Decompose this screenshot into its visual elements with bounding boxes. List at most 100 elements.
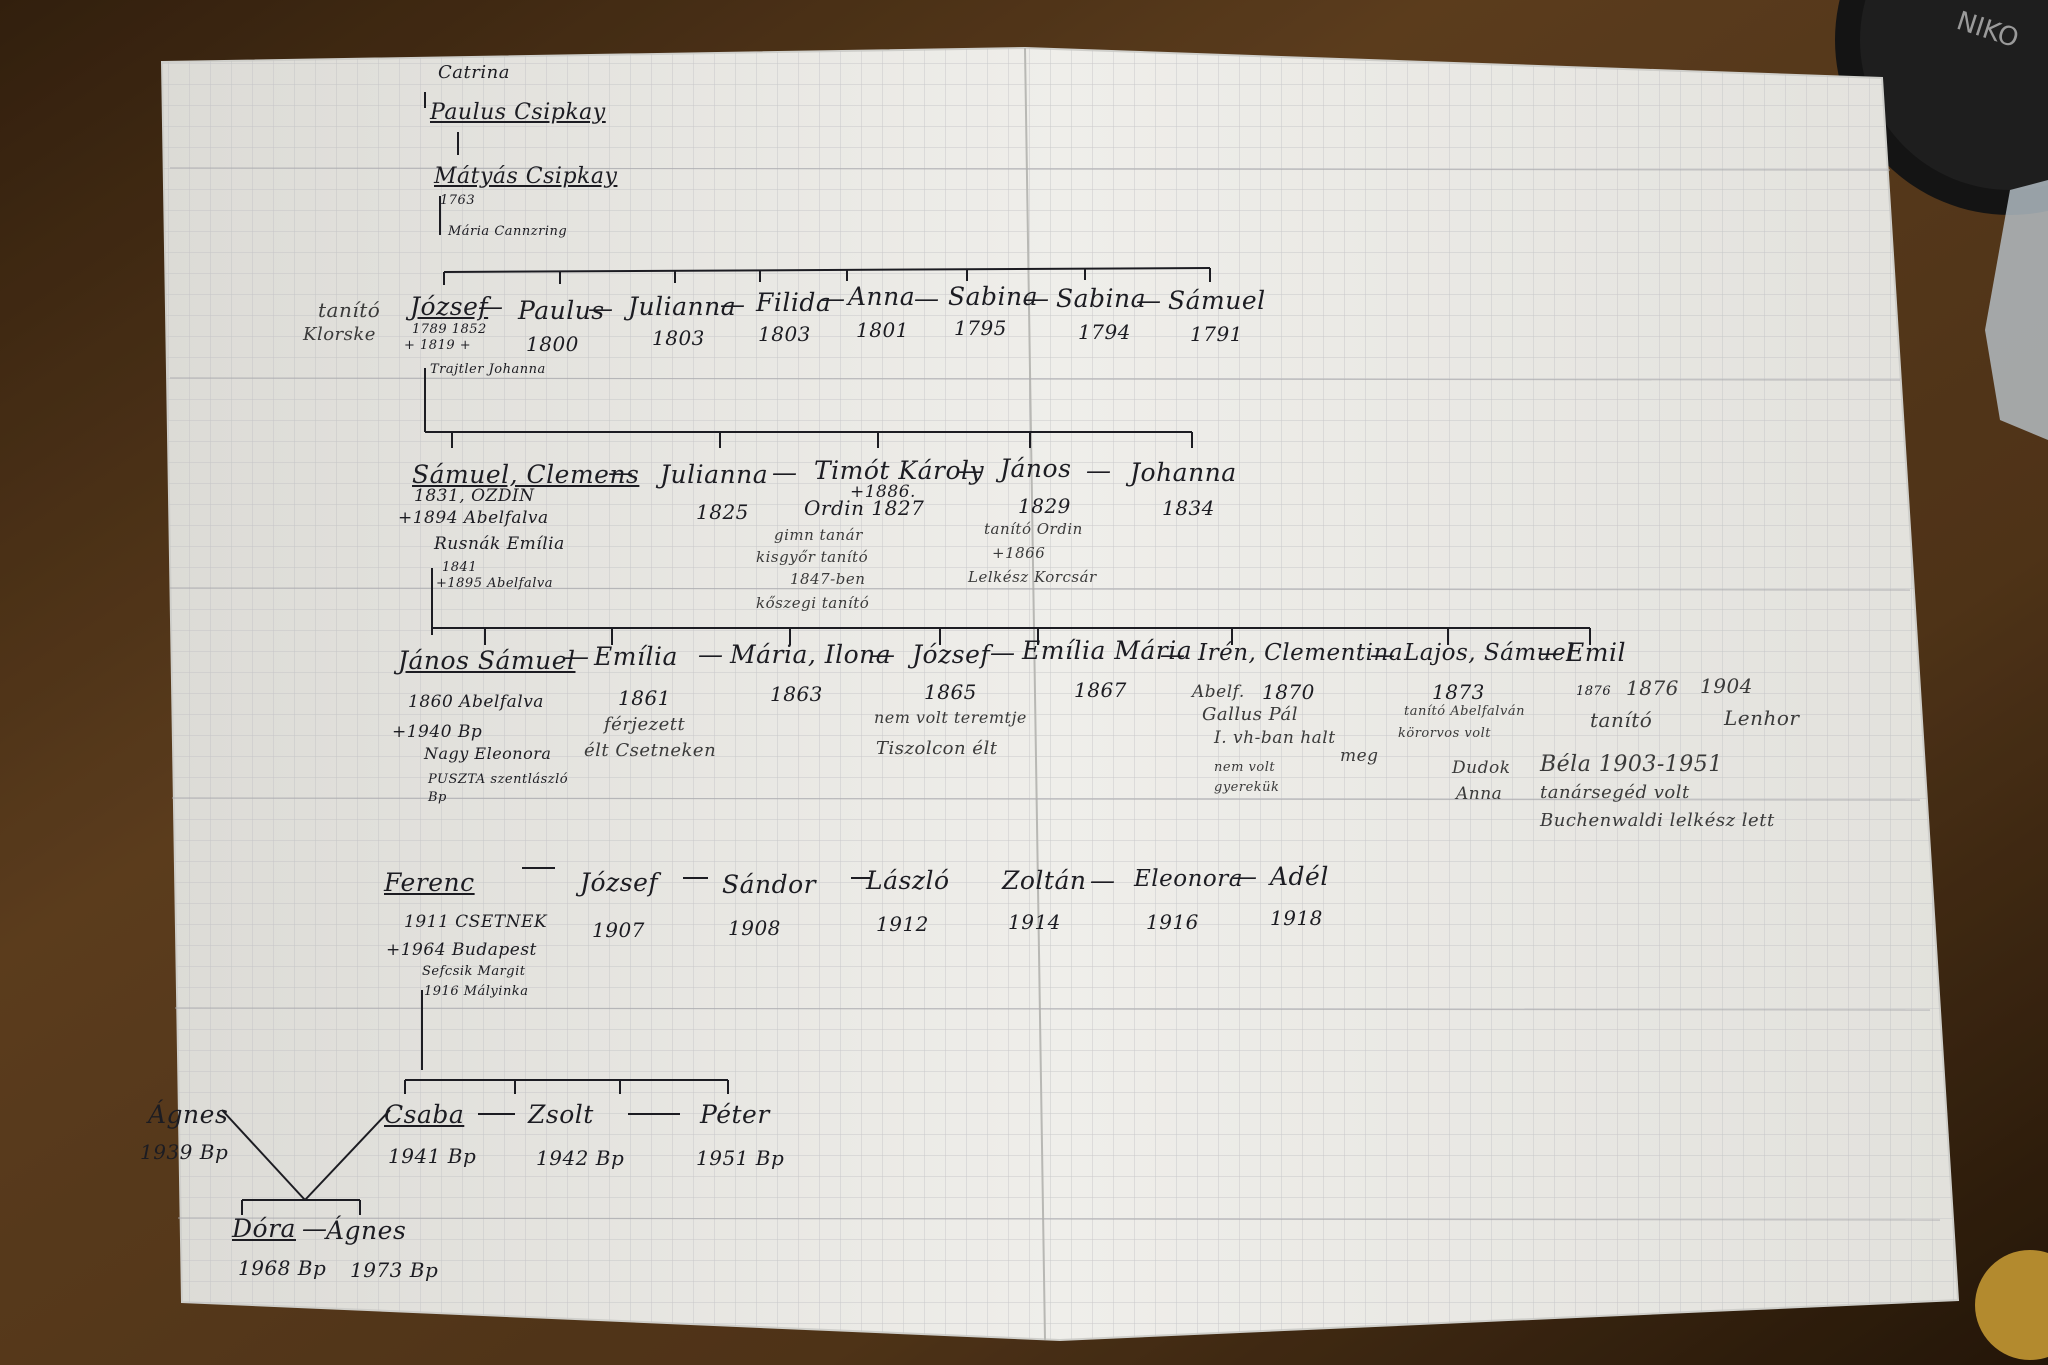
gen3-year-jozsef: 1865 (924, 680, 977, 704)
connector-dashes: — (820, 284, 846, 313)
connector-dashes: — (1370, 640, 1396, 669)
gen3-bela-note: tanársegéd volt (1540, 782, 1690, 803)
gen3-janos-birth: 1860 Abelfalva (408, 692, 544, 712)
gen1-year-anna: 1801 (856, 318, 909, 342)
gen3-spouse: Nagy Eleonora (424, 744, 552, 763)
gen2-year-johanna: 1834 (1162, 496, 1215, 520)
connector-dashes: — (478, 292, 504, 321)
gen1-year-samuel: 1791 (1190, 322, 1243, 346)
connector-dashes: — (958, 456, 984, 485)
gen3-emilia-note1: férjezett (604, 714, 686, 735)
gen3-bela: Béla 1903-1951 (1540, 752, 1723, 777)
connector-dashes: — (564, 642, 590, 671)
gen3-year-emilia: 1861 (618, 686, 671, 710)
gen1-side-note2: Klorske (303, 324, 376, 345)
gen4-year-eleonora: 1916 (1146, 910, 1199, 934)
gen4-year-jozsef: 1907 (592, 918, 645, 942)
gen3-name-maria-ilona: Mária, Ilona (730, 640, 892, 669)
gen3-lajos-note4: Anna (1456, 784, 1503, 804)
connector-dashes: — (870, 640, 896, 669)
gen5-year-peter: 1951 Bp (696, 1146, 785, 1170)
gen4-year-sandor: 1908 (728, 916, 781, 940)
gen6-name-agnes: Ágnes (326, 1216, 407, 1245)
gen3-spouse-note2: Bp (428, 790, 447, 805)
gen2-samuel-death: +1894 Abelfalva (398, 508, 549, 528)
gen2-year-janos: 1829 (1018, 494, 1071, 518)
gen3-year-emilia-maria: 1867 (1074, 678, 1127, 702)
gen3-year-emil: 1876 (1576, 684, 1612, 699)
gen3-emil-note1: tanító (1590, 708, 1653, 732)
gen1-year-sabina-1: 1795 (954, 316, 1007, 340)
gen1-jozsef-dates: 1789 1852 (412, 322, 487, 337)
tree-lines (221, 92, 1591, 1215)
gen4-year-zoltan: 1914 (1008, 910, 1061, 934)
gen2-janos-note1: tanító Ordin (984, 520, 1083, 538)
gen3-jozsef-note2: Tiszolcon élt (876, 738, 998, 759)
gen3-lajos-note1: tanító Abelfalván (1404, 704, 1525, 719)
gen2-name-samuel-clemens: Sámuel, Clemens (412, 460, 640, 489)
gen2-timot-note2: kisgyőr tanító (756, 548, 869, 566)
gen4-name-eleonora: Eleonora (1134, 866, 1243, 892)
gen5-agnes-spouse: Ágnes (148, 1100, 229, 1129)
gen1-name-julianna: Julianna (628, 292, 737, 321)
gen4-name-laszlo: László (866, 866, 950, 895)
gen1-name-paulus: Paulus (518, 296, 605, 325)
gen2-spouse: Rusnák Emília (434, 534, 565, 554)
gen1-year-julianna: 1803 (652, 326, 705, 350)
gen2-timot-birth: Ordin 1827 (804, 496, 925, 520)
gen3-year-lajos: 1873 (1432, 680, 1485, 704)
gen3-iren-note1: Gallus Pál (1202, 704, 1298, 725)
gen6-name-dora: Dóra (232, 1214, 296, 1243)
gen2-name-timot-karoly: Timót Károly (814, 456, 985, 485)
gen1-name-anna: Anna (848, 282, 916, 311)
gen2-name-johanna: Johanna (1130, 458, 1237, 487)
gen3-lajos-note2: körorvos volt (1398, 726, 1491, 741)
gen4-name-zoltan: Zoltán (1002, 866, 1087, 895)
plastic-bag (1985, 180, 2048, 440)
gen2-spouse-birth: 1841 (442, 560, 478, 575)
gen1-side-note: tanító (318, 298, 381, 322)
gen4-year-laszlo: 1912 (876, 912, 929, 936)
gen1-name-sabina-2: Sabina (1056, 284, 1147, 313)
connector-dashes: — (1086, 456, 1112, 485)
connector-dashes: — (914, 284, 940, 313)
connector-dashes: — (698, 640, 724, 669)
gen3-name-janos-samuel: János Sámuel (398, 646, 576, 675)
connector-dashes: — (720, 290, 746, 319)
gen1-name-jozsef: József (410, 292, 489, 321)
gen5-agnes-spouse-year: 1939 Bp (140, 1140, 229, 1164)
gen3-spouse-note: PUSZTA szentlászló (428, 772, 569, 787)
gen3-iren-prefix: Abelf. (1192, 682, 1245, 702)
gen6-year-dora: 1968 Bp (238, 1256, 327, 1280)
gen3-lajos-note3: Dudok (1452, 758, 1511, 778)
gen4-name-ferenc: Ferenc (384, 868, 475, 897)
gen1-year-filida: 1803 (758, 322, 811, 346)
gen5-year-zsolt: 1942 Bp (536, 1146, 625, 1170)
gen5-year-csaba: 1941 Bp (388, 1144, 477, 1168)
gen3-year-maria-ilona: 1863 (770, 682, 823, 706)
connector-dashes: — (1090, 866, 1116, 895)
gen3-iren-note5: gyerekük (1214, 780, 1280, 795)
gen5-name-zsolt: Zsolt (528, 1100, 594, 1129)
gen4-name-adel: Adél (1270, 862, 1329, 891)
gen3-iren-note2: I. vh-ban halt (1214, 728, 1336, 748)
connector-dashes: — (1024, 284, 1050, 313)
gen1-year-sabina-2: 1794 (1078, 320, 1131, 344)
gen3-year-iren: 1870 (1262, 680, 1315, 704)
gen1-name-samuel: Sámuel (1168, 286, 1266, 315)
gen3-emil-extra1: 1876 (1626, 676, 1679, 700)
connector-dashes: — (1160, 640, 1186, 669)
gen2-timot-note1: gimn tanár (774, 526, 863, 544)
gen4-ferenc-death: +1964 Budapest (386, 940, 537, 960)
connector-dashes: — (990, 638, 1016, 667)
connector-dashes: — (1136, 286, 1162, 315)
connector-dashes: — (302, 1214, 328, 1243)
gen2-timot-note4: kőszegi tanító (756, 594, 870, 612)
gen3-name-emilia-maria: Emília Mária (1022, 636, 1193, 665)
gen3-name-emil: Emil (1566, 638, 1626, 667)
paulus-csipkay-name: Paulus Csipkay (430, 100, 606, 125)
gen2-name-janos: János (1000, 454, 1072, 483)
gen2-janos-note2: +1866 (992, 544, 1046, 562)
gen1-spouse: Trajtler Johanna (430, 362, 546, 377)
